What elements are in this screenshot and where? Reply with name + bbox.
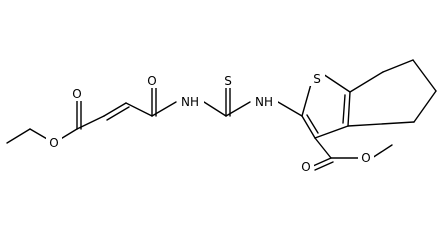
atom-nh-thioamide: NH <box>255 95 273 109</box>
structure-diagram: O O O NH S NH S O O <box>6 59 437 175</box>
bond-c7a-c3a <box>347 91 351 127</box>
bond-c5-c4 <box>413 90 437 123</box>
bond-alkene-a <box>103 102 127 117</box>
atom-o-ester-carbonyl: O <box>72 87 81 101</box>
bond-mester-o-ch3 <box>371 144 393 159</box>
bond-c7a-c3a-inner <box>342 94 346 124</box>
bond-ch-amide-c <box>125 102 153 117</box>
bond-c3-ester-c <box>314 137 332 159</box>
bond-ester-c-ch <box>76 115 105 130</box>
atom-s-thiophene: S <box>313 72 321 86</box>
bond-c6-c5 <box>412 59 437 92</box>
atom-o-methyl-ester-ether: O <box>361 151 370 165</box>
bond-c4-c3a <box>347 121 415 127</box>
bond-n-thiophene <box>277 101 303 117</box>
atom-nh-amide: NH <box>181 95 199 109</box>
bond-c7a-c7 <box>349 71 384 93</box>
bond-alkene-b <box>106 106 130 121</box>
atom-o-amide: O <box>147 74 156 88</box>
bond-ch3-ch2 <box>6 128 31 144</box>
bond-s-c7a <box>322 73 351 93</box>
bond-mester-co-a <box>312 157 332 167</box>
bonds <box>6 59 437 171</box>
atom-o-methyl-ester-carbonyl: O <box>301 160 310 174</box>
bond-n-thio-c <box>203 101 227 117</box>
bond-c3-c2-inner <box>306 114 319 134</box>
atom-o-ester-ether: O <box>49 136 58 150</box>
bond-c3-c2 <box>301 115 316 139</box>
atom-labels: O O O NH S NH S O O <box>46 71 374 175</box>
bond-c7-c6 <box>382 59 414 73</box>
molecule-canvas: O O O NH S NH S O O <box>6 59 437 175</box>
bond-c3a-c3 <box>314 125 349 139</box>
bond-amide-c-n <box>151 101 177 117</box>
bond-thio-c-n <box>225 101 251 117</box>
bond-c2-s <box>301 83 312 117</box>
bond-mester-co-b <box>314 161 334 171</box>
atom-s-thiourea: S <box>224 74 232 88</box>
